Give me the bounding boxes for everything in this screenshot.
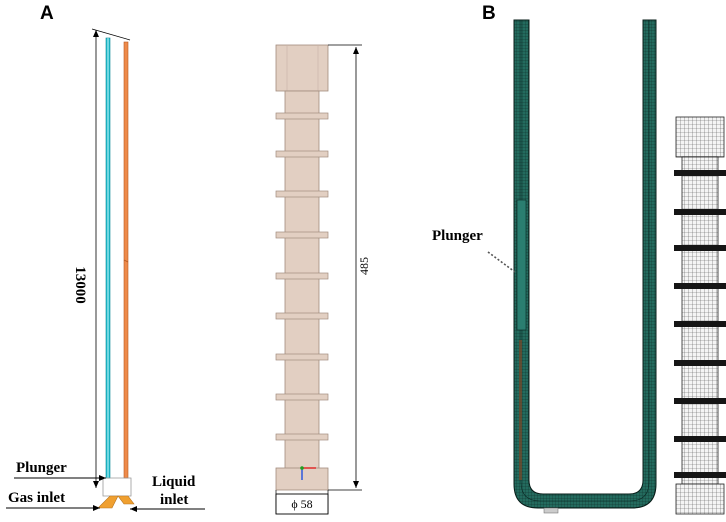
plunger-ring (275, 231, 329, 239)
diameter-label: ϕ 58 (291, 497, 312, 511)
gas-inlet-fitting (97, 495, 119, 509)
plunger-mesh (674, 116, 726, 515)
plunger-rings (275, 112, 329, 441)
plunger-mesh-ring (674, 209, 726, 215)
diameter-label-box (275, 493, 329, 515)
plunger-mesh-ring (674, 245, 726, 251)
mesh-plunger-label: Plunger (432, 228, 483, 244)
plunger-shaft (284, 90, 320, 473)
plunger-ring (275, 190, 329, 198)
u-tube-mesh (513, 19, 657, 509)
plunger-mesh-ring (674, 283, 726, 289)
plunger-mesh-ring (674, 170, 726, 176)
plunger-ring (275, 312, 329, 320)
gas-inlet-label: Gas inlet (8, 490, 65, 506)
plunger-mesh-bottom-cap (675, 483, 725, 515)
panel-a: A 13000 Plunger Gas inlet Liquid inlet (6, 3, 371, 515)
u-tube-inner-seam-bottom (520, 481, 650, 502)
liquid-inlet-label-line1: Liquid (152, 474, 196, 490)
liquid-inlet-label-line2: inlet (160, 492, 188, 508)
plunger-label: Plunger (16, 460, 67, 476)
plunger-ring (275, 393, 329, 401)
plunger-mesh-ring (674, 360, 726, 366)
plunger-mesh-shaft (681, 156, 719, 485)
height-dimension-label: 13000 (72, 266, 88, 304)
plunger-render (275, 44, 329, 491)
plunger-mesh-ring (674, 436, 726, 442)
plunger-trace (519, 340, 522, 480)
plunger-ring (275, 112, 329, 120)
liquid-inlet-fitting (117, 495, 135, 505)
plunger-top-cap (275, 44, 329, 92)
mesh-plunger-leader (487, 251, 516, 273)
bottom-nozzle (543, 507, 559, 514)
panel-b: B Plunger (432, 3, 726, 515)
plunger-in-tube (516, 199, 527, 331)
plunger-ring (275, 150, 329, 158)
plunger-ring (275, 272, 329, 280)
plunger-mesh-ring (674, 321, 726, 327)
plunger-mesh-ring (674, 472, 726, 478)
plunger-ring (275, 353, 329, 361)
tube-bottom-connector (102, 477, 132, 497)
panel-letter-a: A (40, 3, 54, 24)
panel-letter-b: B (482, 3, 496, 24)
plunger-mesh-ring (674, 398, 726, 404)
plunger-ring (275, 433, 329, 441)
height-extension-top (91, 28, 131, 41)
length-dimension-label: 485 (357, 257, 371, 275)
plunger-mesh-top-cap (675, 116, 725, 158)
coordinate-axes-icon (300, 466, 316, 480)
outer-tube-join (123, 259, 129, 263)
